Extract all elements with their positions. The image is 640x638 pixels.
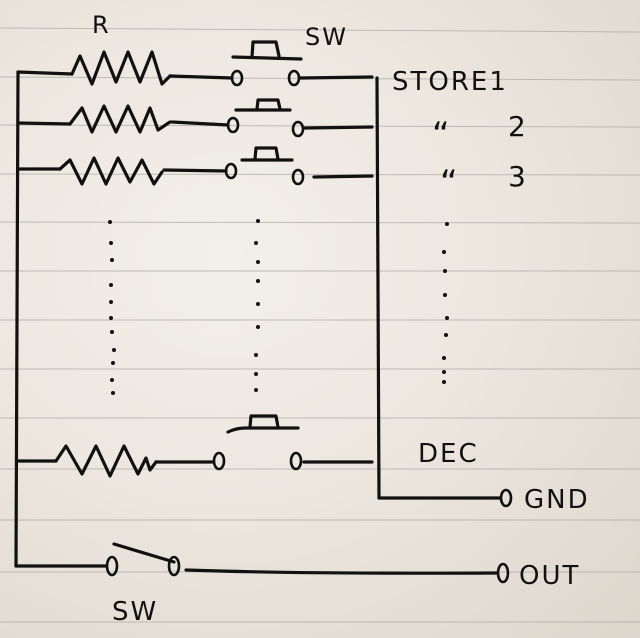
continuation-dots-resistor xyxy=(108,220,116,395)
store-1-label: STORE1 xyxy=(392,67,508,97)
out-terminal xyxy=(496,562,510,584)
push-button-bar xyxy=(226,426,300,434)
store-3-ditto: “ xyxy=(440,163,460,203)
dec-label: DEC xyxy=(418,439,479,469)
switch-contact xyxy=(226,116,240,134)
store-2-ditto: “ xyxy=(432,115,452,155)
gnd-terminal xyxy=(499,488,513,508)
wire xyxy=(162,168,228,173)
wire xyxy=(168,74,234,80)
continuation-dots-switch xyxy=(254,219,260,392)
store-3-label: 3 xyxy=(508,160,528,193)
output-branch xyxy=(14,542,498,577)
wire xyxy=(16,70,74,76)
push-button-cap xyxy=(253,146,280,161)
switch-contact xyxy=(291,120,305,138)
right-bus-wire xyxy=(375,76,381,500)
branch-store-3 xyxy=(16,146,374,186)
switch-contact xyxy=(224,162,238,180)
switch-contact xyxy=(289,451,303,471)
branch-dec xyxy=(15,414,374,478)
branch-store-2 xyxy=(16,98,374,138)
toggle-switch-lever xyxy=(112,542,176,564)
switch-contact xyxy=(212,451,226,471)
resistor-symbol xyxy=(54,444,158,478)
resistor-symbol xyxy=(70,50,172,86)
switch-contact xyxy=(230,69,244,87)
push-button-cap xyxy=(255,98,282,111)
wire xyxy=(303,125,374,130)
left-bus-wire xyxy=(14,70,20,568)
paper-rules xyxy=(0,27,640,623)
store-2-label: 2 xyxy=(508,110,528,143)
push-button-bar xyxy=(231,55,303,61)
wire xyxy=(184,568,498,575)
resistor-symbol xyxy=(68,104,172,134)
resistor-symbol xyxy=(58,156,164,186)
branch-store-1 xyxy=(16,40,374,87)
wire xyxy=(16,121,72,126)
out-label: OUT xyxy=(519,561,580,591)
push-button-cap xyxy=(250,40,281,59)
switch-contact xyxy=(167,555,181,577)
wire xyxy=(312,174,374,179)
wire xyxy=(170,120,230,127)
push-button-cap xyxy=(248,414,280,429)
switch-header-label: SW xyxy=(305,23,348,51)
switch-contact xyxy=(105,555,119,577)
bottom-switch-label: SW xyxy=(112,597,158,627)
switch-contact xyxy=(291,168,305,186)
gnd-label: GND xyxy=(524,485,590,515)
resistor-header-label: R xyxy=(92,11,111,39)
continuation-dots-labels xyxy=(442,222,449,384)
wire xyxy=(298,75,374,80)
